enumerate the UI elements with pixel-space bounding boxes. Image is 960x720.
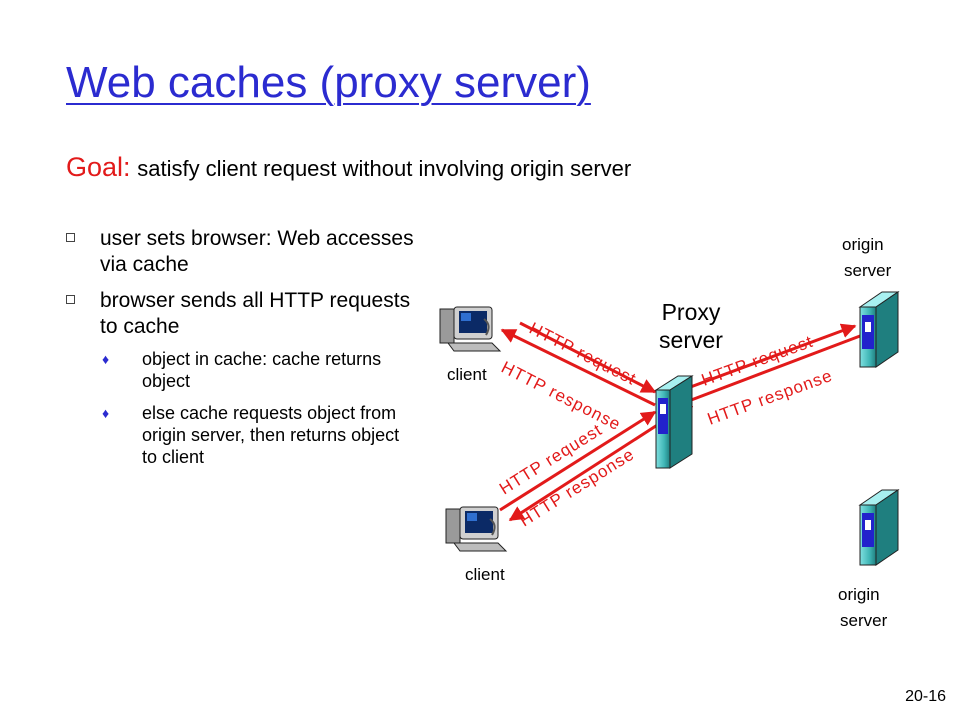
origin-server-top-icon [858,291,900,368]
bullet-text: user sets browser: Web accesses via cach… [100,227,414,276]
client-bottom-label: client [465,565,505,584]
origin-label-line2: server [840,611,888,630]
client-bottom-computer-icon [445,506,508,552]
arrow-request-client1-proxy [519,321,657,394]
client-top-computer-icon [439,306,502,352]
sub-bullet-text: object in cache: cache returns object [142,349,382,391]
proxy-server-icon [654,375,694,469]
arrow-response-proxy-client1 [500,328,656,407]
bullet-text: browser sends all HTTP requests to cache [100,289,411,338]
origin-label-line2: server [844,261,892,280]
diamond-bullet-icon: ♦ [102,405,110,421]
sub-bullet-item: ♦ else cache requests object from origin… [100,402,416,468]
origin-server-top-label: origin server [842,232,891,284]
proxy-label-line1: Proxy [661,299,721,325]
goal-label: Goal: [66,152,131,182]
origin-label-line1: origin [842,235,884,254]
bullet-item: user sets browser: Web accesses via cach… [66,226,416,278]
arrow-request-proxy-origin1 [676,323,857,394]
proxy-label-line2: server [659,327,723,353]
origin-server-bottom-label: origin server [838,582,887,634]
proxy-server-label: Proxy server [636,298,746,354]
slide-title: Web caches (proxy server) [66,58,591,107]
square-bullet-icon [66,233,75,242]
bullet-item: browser sends all HTTP requests to cache… [66,288,416,468]
bullet-list: user sets browser: Web accesses via cach… [66,226,416,478]
arrow-response-origin1-proxy [676,334,861,408]
arrow-response-proxy-client2 [508,420,663,522]
client-top-label: client [447,365,487,384]
origin-label-line1: origin [838,585,880,604]
page-number: 20-16 [905,688,946,705]
goal-statement: Goal: satisfy client request without inv… [66,152,631,183]
square-bullet-icon [66,295,75,304]
sub-bullet-text: else cache requests object from origin s… [142,403,400,467]
origin-server-bottom-icon [858,489,900,566]
arrow-request-client2-proxy [499,410,657,512]
sub-bullet-item: ♦ object in cache: cache returns object [100,348,416,392]
sub-bullet-list: ♦ object in cache: cache returns object … [100,348,416,468]
diamond-bullet-icon: ♦ [102,351,110,367]
goal-text: satisfy client request without involving… [137,156,632,181]
